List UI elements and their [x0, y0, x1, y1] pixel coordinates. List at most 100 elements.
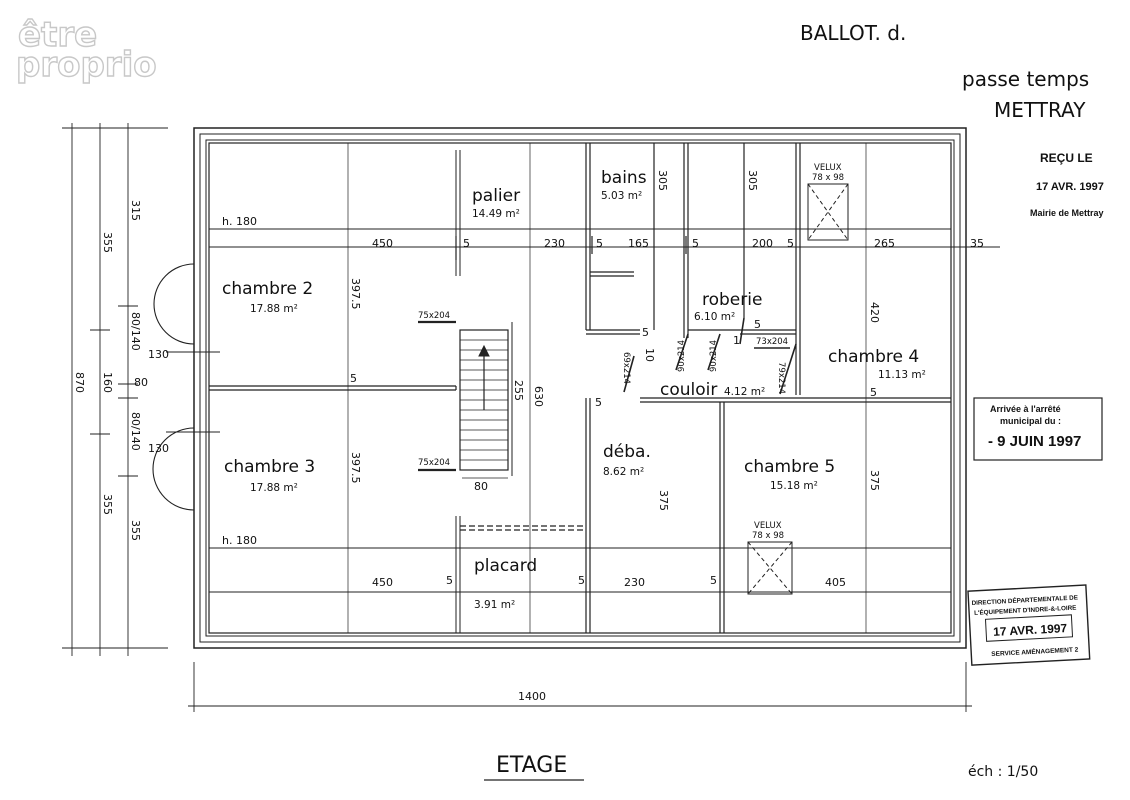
dim-left-130-a: 130 [148, 348, 169, 361]
room-bains-name: bains [601, 168, 647, 188]
dim-left-315: 315 [129, 200, 142, 221]
dim-left-160: 160 [101, 372, 114, 393]
dim-top-2: 5 [463, 237, 470, 250]
velux-bottom [747, 541, 793, 595]
dim-5-roberie: 5 [754, 318, 761, 331]
dim-top-8: 5 [787, 237, 794, 250]
stamp-received: REÇU LE 17 AVR. 1997 Mairie de Mettray [1030, 151, 1104, 218]
dim-left-80: 80 [134, 376, 148, 389]
dim-5-chambre4: 5 [870, 386, 877, 399]
dim-total-width: 1400 [518, 690, 546, 703]
stamp-dde: DIRECTION DÉPARTEMENTALE DE L'ÉQUIPEMENT… [967, 584, 1091, 666]
room-bains-area: 5.03 m² [601, 190, 642, 202]
stamp-received-place: Mairie de Mettray [1030, 208, 1104, 218]
room-roberie-name: roberie [702, 290, 762, 310]
stamp-arrete-line1: Arrivée à l'arrêté [990, 404, 1061, 414]
door-label-stair-top: 75x204 [418, 311, 450, 321]
dim-bottom-5: 5 [710, 574, 717, 587]
velux-top-label: VELUX [814, 163, 842, 173]
door-label-79x214: 79x214 [776, 362, 786, 394]
exterior-walls [193, 127, 967, 649]
room-roberie-area: 6.10 m² [694, 311, 735, 323]
dim-3975-chambre3: 397.5 [349, 452, 362, 484]
dim-5-bains-a: 5 [642, 326, 649, 339]
stamp-arrete-line2: municipal du : [1000, 416, 1061, 426]
plan-title: ETAGE [496, 753, 567, 778]
height-label-bottom: h. 180 [222, 534, 257, 547]
interior-walls [209, 143, 1000, 633]
stamp-dde-date: 17 AVR. 1997 [993, 621, 1068, 639]
dim-630: 630 [532, 386, 545, 407]
velux-top [807, 183, 849, 241]
dim-305-roberie: 305 [746, 170, 759, 191]
room-chambre2-name: chambre 2 [222, 279, 313, 299]
dim-375-chambre5: 375 [868, 470, 881, 491]
dim-left-130-b: 130 [148, 442, 169, 455]
room-deba-name: déba. [603, 442, 651, 462]
room-chambre3-name: chambre 3 [224, 457, 315, 477]
room-palier-name: palier [472, 186, 520, 206]
plan-scale: éch : 1/50 [968, 764, 1038, 780]
stamp-arrete-date: - 9 JUIN 1997 [988, 433, 1081, 450]
dim-top-9: 265 [874, 237, 895, 250]
dim-5-chambre: 5 [350, 372, 357, 385]
town-name: METTRAY [994, 98, 1086, 122]
door-label-chambre4: 73x204 [756, 337, 788, 347]
room-couloir-area: 4.12 m² [724, 386, 765, 398]
dim-top-6: 5 [692, 237, 699, 250]
dim-left-355-c: 355 [129, 520, 142, 541]
dim-left-355-a: 355 [101, 232, 114, 253]
room-placard-name: placard [474, 556, 537, 576]
dim-total-height: 870 [73, 372, 86, 393]
stamp-arrete: Arrivée à l'arrêté municipal du : - 9 JU… [973, 397, 1103, 461]
room-chambre4-name: chambre 4 [828, 347, 919, 367]
door-label-90x214-a: 90x214 [677, 340, 687, 372]
room-placard-area: 3.91 m² [474, 599, 515, 611]
dim-top-1: 450 [372, 237, 393, 250]
door-label-90x214-b: 90x214 [709, 340, 719, 372]
dim-bottom-4: 230 [624, 576, 645, 589]
dim-stair-width: 80 [474, 480, 488, 493]
stamp-received-title: REÇU LE [1040, 151, 1093, 165]
bottom-dimension-line [188, 662, 972, 712]
stamp-dde-service: SERVICE AMÉNAGEMENT 2 [991, 644, 1079, 658]
velux-bottom-label: VELUX [754, 521, 782, 531]
velux-bottom-size: 78 x 98 [752, 531, 784, 541]
velux-top-size: 78 x 98 [812, 173, 844, 183]
dim-bottom-1: 450 [372, 576, 393, 589]
height-label-top: h. 180 [222, 215, 257, 228]
dim-bottom-2: 5 [446, 574, 453, 587]
dim-top-10: 35 [970, 237, 984, 250]
left-dimension-lines [62, 123, 168, 656]
dim-bottom-3: 5 [578, 574, 585, 587]
room-palier-area: 14.49 m² [472, 208, 520, 220]
dim-stair-length: 255 [512, 380, 525, 401]
room-chambre3-area: 17.88 m² [250, 482, 298, 494]
logo-line2: proprio [16, 45, 157, 85]
door-label-69x214: 69x214 [621, 352, 631, 384]
room-chambre4-area: 11.13 m² [878, 369, 926, 381]
dim-375-deba: 375 [657, 490, 670, 511]
staircase [459, 322, 513, 479]
door-label-stair-bottom: 75x204 [418, 458, 450, 468]
logo-line1: être [18, 15, 97, 55]
stamp-received-date: 17 AVR. 1997 [1036, 181, 1104, 193]
dim-420: 420 [868, 302, 881, 323]
dim-top-7: 200 [752, 237, 773, 250]
room-chambre5-name: chambre 5 [744, 457, 835, 477]
dim-top-4: 5 [596, 237, 603, 250]
dim-left-80140-a: 80/140 [129, 312, 142, 351]
dim-left-355-b: 355 [101, 494, 114, 515]
room-chambre5-area: 15.18 m² [770, 480, 818, 492]
room-couloir-name: couloir [660, 380, 717, 400]
dim-left-80140-b: 80/140 [129, 412, 142, 451]
owner-name: BALLOT. d. [800, 21, 906, 45]
door-swings [623, 317, 797, 395]
dim-bottom-6: 405 [825, 576, 846, 589]
room-chambre2-area: 17.88 m² [250, 303, 298, 315]
dim-top-5: 165 [628, 237, 649, 250]
left-windows [152, 263, 220, 511]
dim-top-3: 230 [544, 237, 565, 250]
dim-5-deba: 5 [595, 396, 602, 409]
